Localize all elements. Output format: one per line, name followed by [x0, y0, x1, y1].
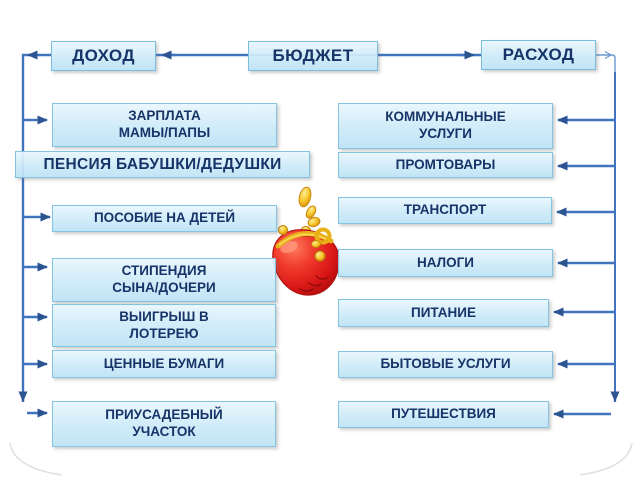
slide-corner-edges [9, 442, 633, 476]
income-item-child-benefit: ПОСОБИЕ НА ДЕТЕЙ [52, 205, 277, 232]
falling-coins [298, 186, 321, 235]
income-item-garden-plot: ПРИУСАДЕБНЫЙ УЧАСТОК [52, 401, 276, 447]
income-item-pension: ПЕНСИЯ БАБУШКИ/ДЕДУШКИ [15, 151, 310, 178]
income-item-salary: ЗАРПЛАТА МАМЫ/ПАПЫ [52, 103, 277, 147]
income-item-scholarship: СТИПЕНДИЯ СЫНА/ДОЧЕРИ [52, 258, 276, 302]
header-expense: РАСХОД [481, 40, 596, 70]
purse-body [272, 229, 340, 296]
expense-item-manufactured-goods: ПРОМТОВАРЫ [338, 152, 553, 178]
header-budget: БЮДЖЕТ [248, 41, 378, 71]
income-links [18, 50, 51, 418]
income-item-securities: ЦЕННЫЕ БУМАГИ [52, 350, 276, 378]
expense-item-utilities: КОММУНАЛЬНЫЕ УСЛУГИ [338, 103, 553, 149]
expense-item-taxes: НАЛОГИ [338, 249, 553, 277]
income-item-lottery: ВЫИГРЫШ В ЛОТЕРЕЮ [52, 304, 276, 347]
expense-item-household-services: БЫТОВЫЕ УСЛУГИ [338, 351, 553, 378]
purse-clasp [275, 225, 334, 262]
expense-item-transport: ТРАНСПОРТ [338, 197, 552, 224]
expense-links [553, 50, 620, 419]
header-income: ДОХОД [51, 41, 156, 71]
expense-item-travel: ПУТЕШЕСТВИЯ [338, 401, 549, 428]
expense-item-food: ПИТАНИЕ [338, 299, 549, 327]
